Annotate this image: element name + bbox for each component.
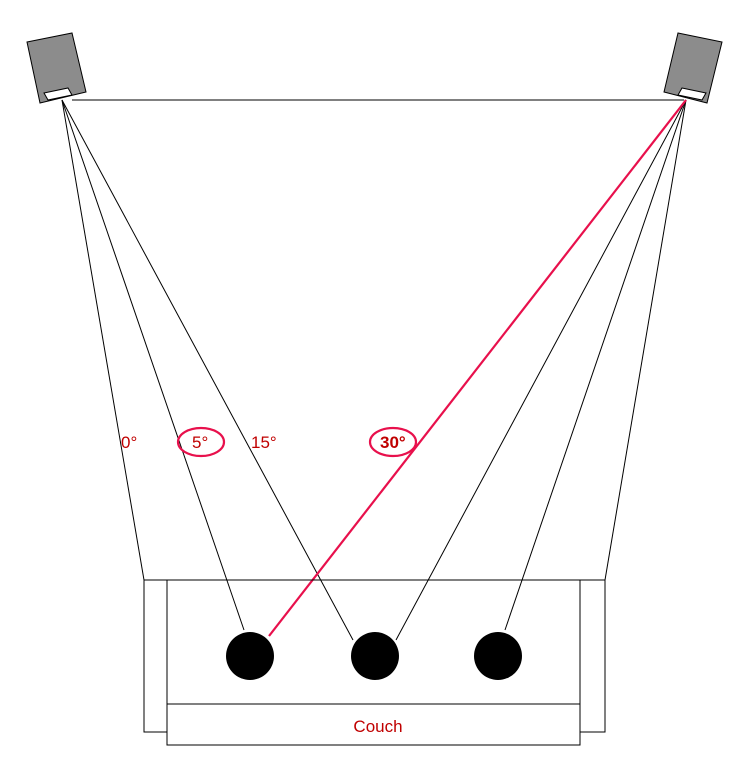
left-5-degree-line xyxy=(61,99,245,631)
left-15-degree-line xyxy=(61,99,354,641)
angle-30-highlight-ellipse xyxy=(368,426,418,458)
right-5-degree-line xyxy=(504,99,687,631)
listener-seat-center xyxy=(351,632,399,680)
left-speaker xyxy=(26,32,87,104)
couch-front xyxy=(166,703,581,746)
angle-label-0: 0° xyxy=(121,433,137,452)
listener-seat-right xyxy=(474,632,522,680)
angle-label-15: 15° xyxy=(251,433,277,452)
couch xyxy=(143,579,606,746)
listener-seat-left xyxy=(226,632,274,680)
left-0-degree-line xyxy=(61,99,145,581)
right-0-degree-line xyxy=(604,99,687,581)
angle-5-highlight-ellipse xyxy=(176,426,226,458)
angle-label-30: 30° xyxy=(380,433,406,452)
right-30-degree-line xyxy=(268,99,687,637)
couch-left-arm xyxy=(143,579,168,733)
couch-right-arm xyxy=(579,579,606,733)
couch-label: Couch xyxy=(353,717,402,736)
angle-label-5: 5° xyxy=(192,433,208,452)
right-15-degree-line xyxy=(395,99,687,641)
right-speaker xyxy=(663,32,723,104)
